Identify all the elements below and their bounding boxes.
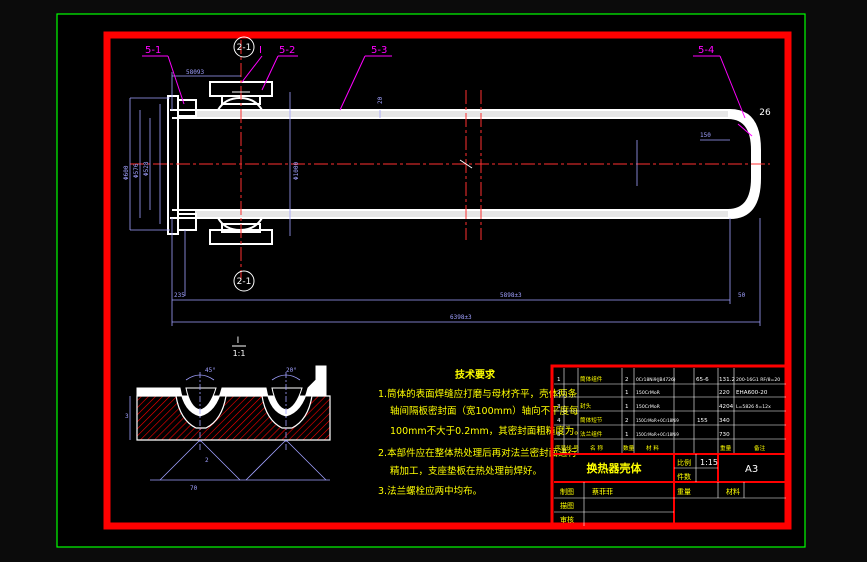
dim-3: 3 (125, 413, 129, 420)
dimension-lines (129, 72, 761, 326)
centerlines (130, 40, 770, 280)
bom-header-weight: 重量 (720, 444, 732, 452)
detail-scale: 1:1 (233, 349, 246, 358)
count-label: 件数 (677, 472, 691, 481)
label-I: I (259, 45, 262, 56)
dim-mid: 5898±3 (500, 292, 522, 299)
leaders (142, 55, 753, 137)
bom-row-4-spec: 155 (697, 418, 708, 424)
drawing-title: 换热器壳体 (587, 461, 643, 475)
bom-header-code: 代 号 (566, 444, 579, 452)
dim-top-left: 58093 (186, 69, 204, 76)
bom-row-5-weight: 730 (719, 432, 730, 438)
bom-row-4-no: 4 (557, 418, 561, 424)
bom-header-name: 名 称 (590, 444, 603, 452)
label-5-1: 5-1 (145, 45, 161, 56)
dim-20: 20 (377, 96, 384, 104)
designer-name: 蔡菲菲 (592, 487, 613, 496)
bom-row-2-qty: 1 (625, 390, 629, 396)
dim-overall: 6398±3 (450, 314, 472, 321)
label-2-1-bottom: 2-1 (237, 277, 252, 287)
bom-row-2-weight: 220 (719, 390, 730, 396)
red-border (103, 31, 792, 530)
bom-row-4-name: 筒体短节 (580, 416, 603, 424)
label-5-4: 5-4 (698, 45, 714, 56)
dim-45: 45° (205, 367, 216, 374)
dim-2: 2 (205, 457, 209, 464)
reviewer-label: 审核 (560, 515, 574, 524)
tech-line-1: 1.筒体的表面焊缝应打磨与母材齐平，壳体两条 (378, 388, 578, 400)
tech-line-3: 100mm不大于0.2mm，其密封面粗糙度为。 (390, 425, 584, 437)
dim-vert3: Φ528 (143, 161, 150, 176)
dim-vert2: Φ576 (133, 163, 140, 178)
bom-header-qty: 数量 (623, 444, 635, 452)
bom-row-1-material: 0Cr18Ni9(JB4726) (636, 377, 676, 383)
bom-row-2-remark: EHA600-20 (736, 390, 768, 396)
label-2-1-top: 2-1 (237, 43, 252, 53)
bom-row-3-weight: 4204 (719, 404, 734, 410)
bom-row-5-name: 法兰组件 (580, 430, 603, 438)
balloon-2-1-top (233, 36, 255, 58)
dim-70: 70 (190, 485, 198, 492)
bom-row-1-spec: 65-6 (696, 377, 709, 383)
label-26: 26 (759, 108, 771, 118)
bom-row-5-qty: 1 (625, 432, 629, 438)
checker-label: 描图 (560, 501, 574, 510)
detail-view-I: I 1:1 45° 20° 2 (125, 336, 331, 492)
bom-row-3-qty: 1 (625, 404, 629, 410)
bom-row-3-material: 150CrMoR (636, 404, 661, 410)
tech-title: 技术要求 (455, 368, 496, 381)
bom-row-1-qty: 2 (625, 377, 629, 383)
bom-row-2-material: 150CrMoR (636, 390, 661, 396)
bom-row-3-name: 封头 (580, 402, 592, 410)
dim-right-small: 50 (738, 292, 746, 299)
tech-line-6: 3.法兰螺栓应两中均布。 (378, 485, 482, 497)
dim-150: 150 (700, 132, 711, 139)
scale-label: 比例 (677, 458, 691, 467)
bom-row-1-no: 1 (557, 377, 561, 383)
bom-row-5-material: 150CrMoR+0Cr18Ni9 (636, 432, 679, 437)
bom-row-3-no: 3 (557, 404, 561, 410)
tech-line-4: 2.本部件应在整体热处理后再对法兰密封面进行 (378, 447, 578, 459)
bom-row-4-material: 150CrMoR+0Cr18Ni9 (636, 418, 679, 423)
title-block: 1 筒体组件 2 0Cr18Ni9(JB4726) 65-6 131.2 200… (550, 364, 790, 528)
designer-label: 制图 (560, 487, 574, 496)
weight-label: 重量 (677, 488, 691, 496)
balloon-2-1-bottom (233, 270, 255, 292)
dim-left-small: 235 (174, 292, 185, 299)
bom-row-1-name: 筒体组件 (580, 375, 603, 383)
bom-header-no: 序号 (555, 444, 567, 452)
sheet-size: A3 (745, 464, 758, 475)
dim-vert1: Φ600 (123, 165, 130, 180)
bom-header-material: 材 料 (646, 444, 659, 452)
material-label: 材料 (726, 487, 740, 496)
bom-header-remark: 备注 (754, 444, 766, 452)
bom-row-2-no: 2 (557, 390, 561, 396)
tech-line-2: 轴间隔板密封面（宽100mm）轴向不平度每 (390, 405, 579, 417)
detail-title: I (237, 336, 240, 346)
tech-line-5: 精加工，支座垫板在热处理前焊好。 (390, 465, 542, 477)
tech-requirements: 技术要求 1.筒体的表面焊缝应打磨与母材齐平，壳体两条 轴间隔板密封面（宽100… (378, 368, 584, 497)
bom-row-4-weight: 340 (719, 418, 730, 424)
label-5-3: 5-3 (371, 45, 387, 56)
bom-row-5-no: 5 (557, 432, 561, 438)
bom-row-3-remark: L=5826 δ=12ⅹ (736, 404, 771, 410)
dim-vert4: Φ1000 (293, 162, 300, 180)
label-5-2: 5-2 (279, 45, 295, 56)
bom-row-1-weight: 131.2 (719, 377, 735, 383)
dim-20b: 20° (286, 367, 297, 374)
bom-row-4-qty: 2 (625, 418, 629, 424)
bom-row-1-remark: 200-16G1 RF/8=20 (736, 377, 780, 383)
scale-value: 1:15 (700, 458, 718, 467)
